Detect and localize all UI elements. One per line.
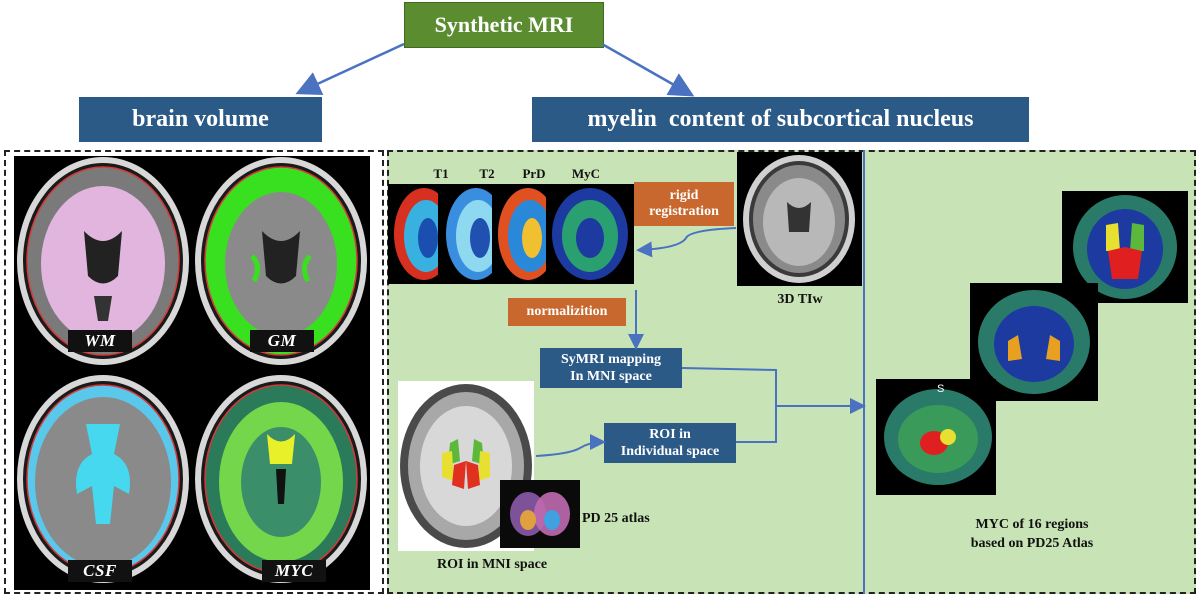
title-text: Synthetic MRI bbox=[434, 12, 574, 37]
roi-mni-label: ROI in MNI space bbox=[436, 557, 548, 572]
t1w-label: 3D TIw bbox=[777, 292, 823, 307]
roi-mni-image bbox=[398, 381, 534, 551]
title-box: Synthetic MRI bbox=[404, 2, 604, 48]
symri-mapping-line1: SyMRI mapping bbox=[561, 351, 661, 367]
symri-mapping-line2: In MNI space bbox=[570, 369, 652, 384]
roi-individual-line2: Individual space bbox=[620, 444, 720, 459]
pd25-atlas-image bbox=[500, 480, 580, 548]
arrow-to-myelin bbox=[601, 42, 695, 97]
sagittal-marker: S bbox=[937, 383, 945, 395]
symri-mapping-box: SyMRI mapping In MNI space bbox=[540, 348, 682, 388]
arrow-to-brain-volume bbox=[295, 42, 405, 95]
result-coronal-image bbox=[970, 283, 1098, 401]
result-sagittal-image bbox=[876, 379, 996, 495]
t1w-image bbox=[737, 152, 862, 286]
gm-label-text: GM bbox=[267, 331, 297, 350]
t2-map bbox=[438, 184, 506, 284]
csf-brain-image bbox=[17, 375, 189, 583]
map-label-myc: MyC bbox=[571, 166, 601, 181]
myelin-header: myelin content of subcortical nucleus bbox=[532, 97, 1029, 142]
wm-label-text: WM bbox=[84, 331, 116, 350]
normalization-text: normalizition bbox=[526, 303, 608, 319]
prd-map bbox=[492, 184, 558, 284]
line-symri-to-merge bbox=[681, 367, 777, 406]
rigid-registration-box: rigid registration bbox=[634, 182, 734, 226]
title-arrows bbox=[295, 42, 695, 97]
normalization-box: normalizition bbox=[508, 298, 626, 326]
gm-label: GM bbox=[250, 330, 314, 352]
myc-label-text: MYC bbox=[274, 561, 314, 580]
myc-label: MYC bbox=[262, 560, 326, 582]
line-roi-to-merge bbox=[736, 406, 777, 443]
myc-result-line1: MYC of 16 regions bbox=[975, 517, 1089, 532]
brain-volume-header-text: brain volume bbox=[132, 106, 269, 132]
rigid-registration-text: rigid registration bbox=[649, 187, 719, 219]
myelin-header-text: myelin content of subcortical nucleus bbox=[587, 106, 974, 132]
right-panel-divider bbox=[863, 150, 865, 594]
wm-brain-image bbox=[17, 157, 189, 365]
myc-map bbox=[546, 184, 634, 284]
brain-image-grid bbox=[14, 156, 370, 590]
map-label-t2: T2 bbox=[479, 166, 495, 181]
arrow-roi-mni-to-individual bbox=[535, 434, 606, 457]
myc-brain-image bbox=[195, 375, 367, 583]
brain-volume-header: brain volume bbox=[79, 97, 322, 142]
myc-result-line2: based on PD25 Atlas bbox=[970, 535, 1094, 551]
csf-label: CSF bbox=[68, 560, 132, 582]
pd25-label: PD 25 atlas bbox=[582, 511, 650, 526]
myc-result-label: MYC of 16 regions based on PD25 Atlas bbox=[948, 516, 1116, 554]
gm-brain-image bbox=[195, 157, 367, 365]
parametric-maps bbox=[388, 184, 634, 284]
result-myc-images bbox=[876, 191, 1188, 495]
map-label-prd: PrD bbox=[522, 166, 546, 181]
csf-label-text: CSF bbox=[83, 561, 117, 580]
roi-individual-box: ROI in Individual space bbox=[604, 423, 736, 463]
roi-individual-line1: ROI in bbox=[649, 426, 691, 442]
result-axial-image bbox=[1062, 191, 1188, 303]
map-label-t1: T1 bbox=[433, 166, 449, 181]
wm-label: WM bbox=[68, 330, 132, 352]
brain-images-svg bbox=[17, 157, 367, 583]
arrow-t1w-to-maps bbox=[636, 227, 737, 258]
